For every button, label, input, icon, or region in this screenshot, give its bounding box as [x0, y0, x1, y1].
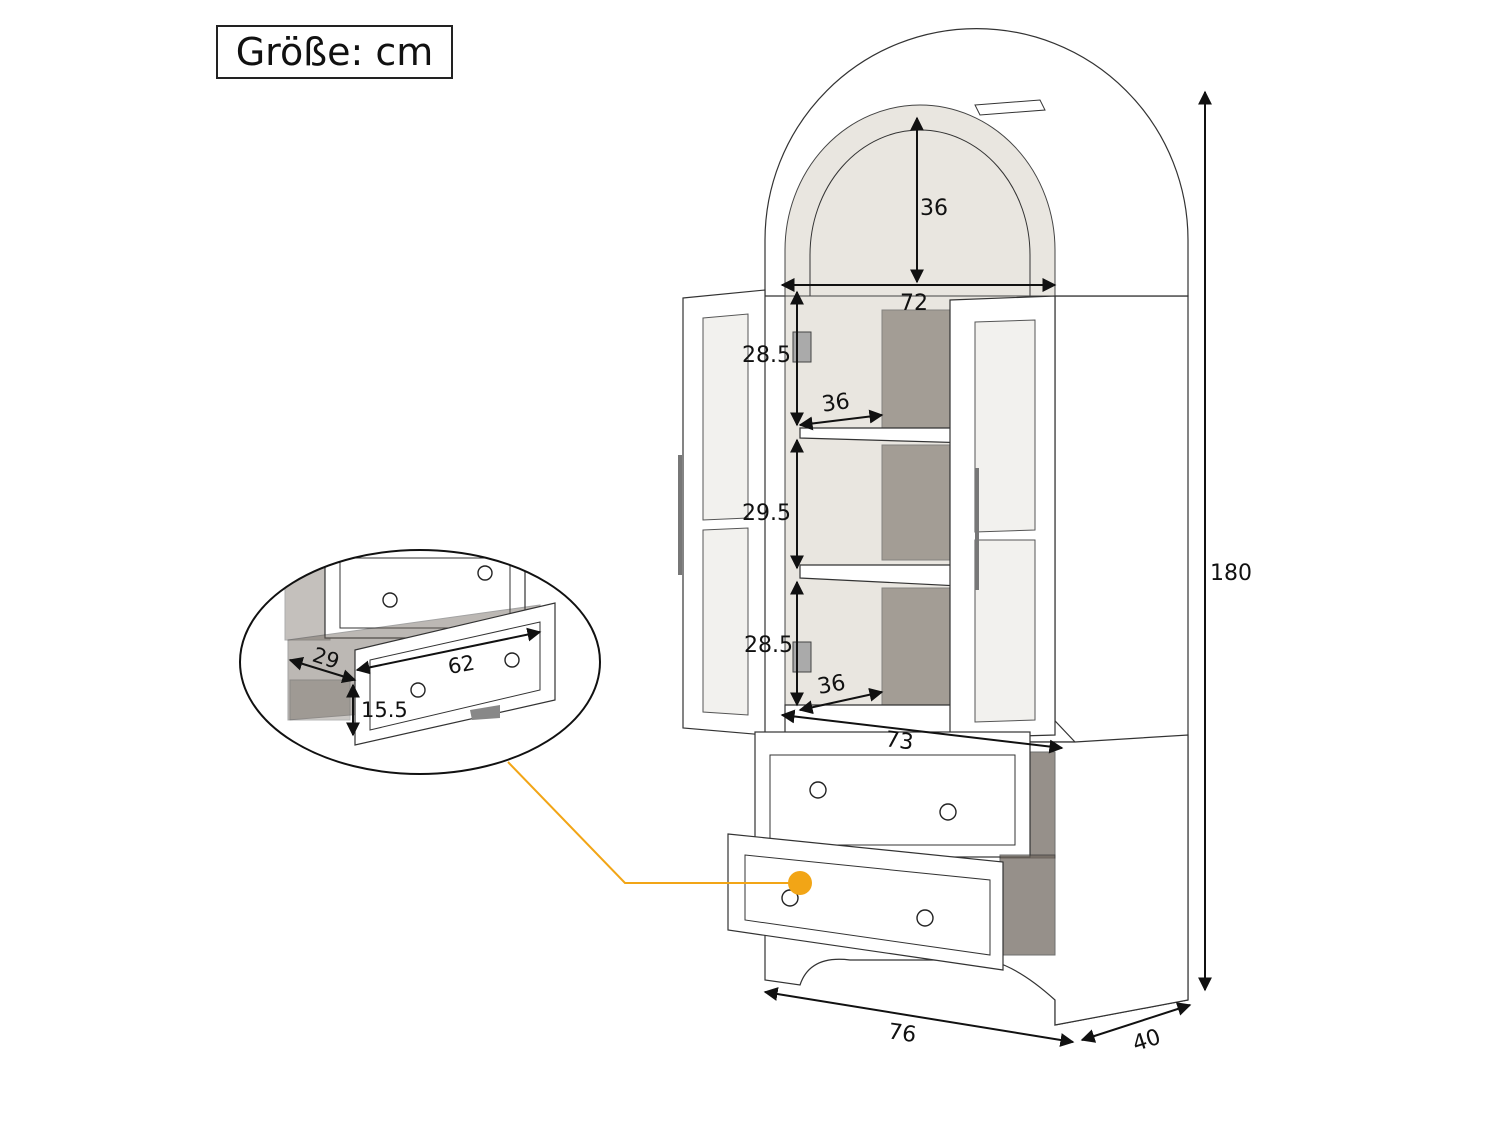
drawer-detail-callout — [239, 549, 601, 775]
dim-inner-width-top: 72 — [900, 291, 928, 316]
dim-drawer-width: 62 — [446, 651, 476, 679]
size-unit-label: Größe: cm — [216, 25, 453, 79]
dim-arch-height: 36 — [920, 196, 948, 221]
dim-total-height: 180 — [1210, 561, 1252, 586]
cabinet-illustration — [678, 27, 1189, 1026]
dim-drawer-height: 15.5 — [361, 698, 408, 722]
dimension-arrows — [288, 90, 1212, 1047]
dim-shelf-mid-height: 29.5 — [742, 501, 791, 526]
callout-dot — [788, 871, 812, 895]
callout-leader-line — [507, 761, 790, 884]
dim-total-depth: 40 — [1130, 1025, 1164, 1057]
dim-total-width: 76 — [887, 1019, 918, 1048]
dim-inner-width-bottom: 73 — [884, 727, 915, 755]
dim-shelf-bottom-depth: 36 — [816, 670, 848, 699]
dim-shelf-bottom-height: 28.5 — [744, 633, 793, 658]
detail-ellipse — [239, 549, 601, 775]
dim-shelf-top-height: 28.5 — [742, 343, 791, 368]
dim-shelf-top-depth: 36 — [820, 389, 851, 418]
